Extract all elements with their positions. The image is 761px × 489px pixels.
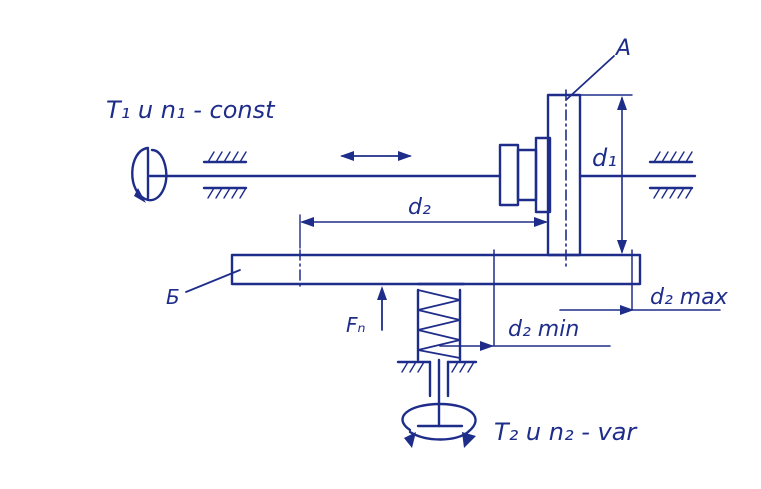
output-shaft-label: T₂ u n₂ - var [494, 418, 638, 446]
spring-icon [416, 282, 466, 362]
right-bearing-icon [648, 151, 694, 199]
disk-b-leader [185, 269, 241, 293]
spring-force-label: Fₙ [346, 313, 366, 337]
d2-max-label: d₂ max [650, 285, 729, 310]
input-rotation-icon [131, 146, 168, 203]
d2-max-dimension [559, 305, 721, 315]
left-bearing-icon [202, 151, 248, 199]
diameter-d1-label: d₁ [592, 144, 617, 172]
input-shaft-label: T₁ u n₁ - const [106, 96, 276, 124]
double-arrow-icon [340, 151, 412, 161]
d1-dimension [579, 94, 633, 254]
spring-force-arrow [377, 286, 387, 331]
output-rotation-icon [401, 402, 477, 448]
roller-a [498, 89, 582, 269]
lower-bearing-icon [396, 360, 478, 398]
d2-min-dimension [439, 341, 611, 351]
disk-b-label: Б [166, 285, 180, 309]
roller-a-label: A [614, 36, 631, 61]
roller-a-leader [565, 55, 615, 101]
d2-dimension [299, 214, 549, 249]
d2-min-label: d₂ min [508, 317, 579, 342]
diameter-d2-label: d₂ [408, 195, 431, 220]
